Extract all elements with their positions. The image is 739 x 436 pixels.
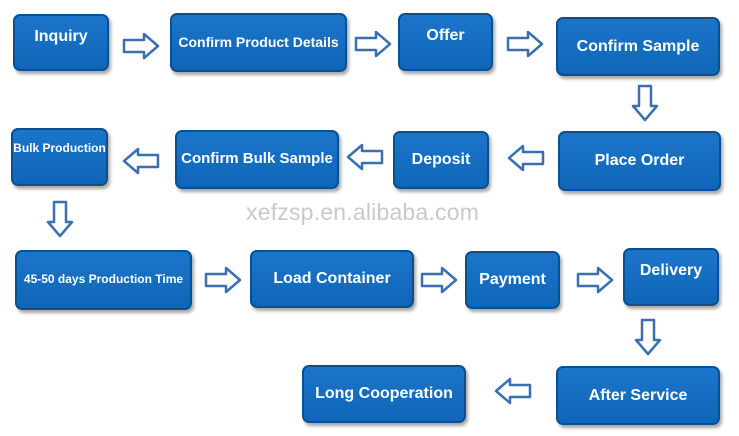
step-deposit: Deposit — [393, 131, 489, 189]
arrow-left-icon — [122, 147, 160, 175]
arrow-down-icon — [46, 200, 74, 238]
step-place-order: Place Order — [558, 131, 721, 191]
arrow-down-icon — [634, 318, 662, 356]
arrow-right-icon — [354, 30, 392, 58]
arrow-right-icon — [122, 32, 160, 60]
step-production-time: 45-50 days Production Time — [15, 250, 192, 310]
step-delivery: Delivery — [623, 248, 719, 306]
step-confirm-sample: Confirm Sample — [556, 17, 720, 76]
arrow-right-icon — [420, 266, 458, 294]
arrow-right-icon — [204, 266, 242, 294]
arrow-right-icon — [506, 30, 544, 58]
watermark-text: xefzsp.en.alibaba.com — [246, 199, 480, 225]
step-offer: Offer — [398, 13, 493, 71]
arrow-left-icon — [346, 143, 384, 171]
arrow-left-icon — [507, 144, 545, 172]
step-confirm-product-details: Confirm Product Details — [170, 13, 347, 72]
step-inquiry: Inquiry — [13, 14, 109, 71]
step-payment: Payment — [465, 251, 560, 309]
arrow-down-icon — [631, 84, 659, 122]
step-after-service: After Service — [556, 366, 720, 425]
arrow-right-icon — [576, 266, 614, 294]
arrow-left-icon — [494, 377, 532, 405]
step-long-cooperation: Long Cooperation — [302, 365, 466, 423]
step-confirm-bulk-sample: Confirm Bulk Sample — [175, 130, 339, 189]
step-bulk-production: Bulk Production — [11, 128, 108, 186]
step-load-container: Load Container — [250, 250, 414, 308]
